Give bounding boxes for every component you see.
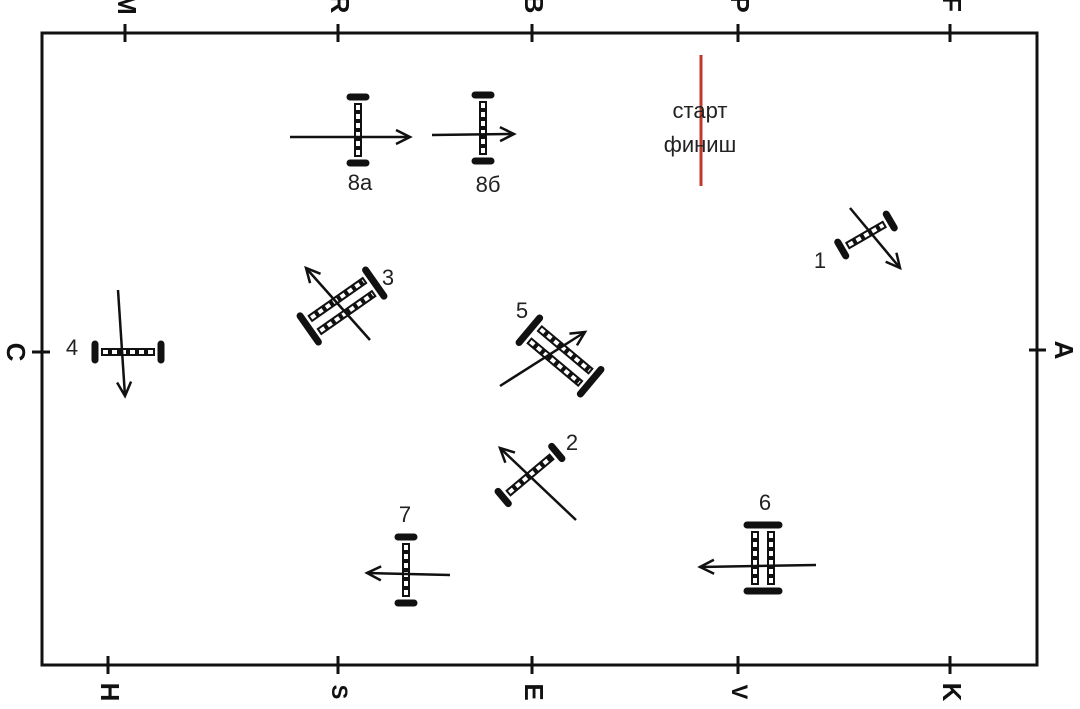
obstacle-number: 8б bbox=[476, 172, 501, 197]
arrow-shaft bbox=[499, 447, 577, 521]
fence-pole-stripe bbox=[539, 327, 591, 372]
obstacle-number: 4 bbox=[66, 335, 78, 360]
obstacle-fence bbox=[515, 314, 605, 398]
fence-stand bbox=[362, 266, 388, 300]
bottom-markers: H S E V K bbox=[95, 656, 967, 702]
arrow-shaft bbox=[305, 267, 371, 341]
arena-letter-K: K bbox=[937, 683, 967, 702]
fence-stand bbox=[576, 365, 605, 398]
fence-pole-stripe bbox=[847, 223, 885, 247]
obstacle-fence bbox=[834, 210, 898, 260]
arrow-head bbox=[364, 565, 382, 582]
obstacle-number: 5 bbox=[516, 298, 528, 323]
arena-letter-A: A bbox=[1049, 341, 1079, 360]
arena-letter-M: M bbox=[112, 0, 142, 15]
obstacle-2: 2 bbox=[494, 430, 578, 521]
finish-label: финиш bbox=[664, 132, 736, 157]
arrow-head bbox=[497, 446, 516, 464]
arena-letter-E: E bbox=[519, 683, 549, 700]
obstacle-8б: 8б bbox=[431, 91, 517, 197]
obstacle-fence bbox=[394, 533, 418, 607]
obstacle-fence bbox=[296, 266, 388, 346]
obstacle-number: 3 bbox=[382, 265, 394, 290]
fence-stand bbox=[494, 487, 512, 508]
fence-stand bbox=[296, 312, 322, 346]
arena-letter-R: R bbox=[325, 0, 355, 14]
direction-arrow bbox=[849, 207, 902, 271]
direction-arrow bbox=[499, 330, 588, 388]
obstacle-5: 5 bbox=[499, 298, 605, 398]
arrow-head bbox=[395, 128, 413, 146]
arrow-head bbox=[304, 265, 321, 284]
arena-letter-S: S bbox=[327, 685, 352, 700]
arrow-head bbox=[885, 252, 902, 271]
top-markers: M R B P F bbox=[112, 0, 967, 42]
arrow-shaft bbox=[116, 289, 127, 397]
obstacle-8а: 8а bbox=[290, 93, 413, 195]
arrow-shaft bbox=[699, 563, 817, 569]
arrow-shaft bbox=[849, 207, 901, 269]
obstacle-3: 3 bbox=[296, 265, 394, 346]
arena-letter-B: B bbox=[519, 0, 549, 13]
arrow-shaft bbox=[499, 330, 586, 388]
arrow-head bbox=[499, 126, 517, 143]
fence-stand bbox=[548, 442, 566, 463]
obstacle-fence bbox=[471, 91, 495, 165]
obstacle-number: 1 bbox=[814, 248, 826, 273]
obstacle-fence bbox=[743, 521, 783, 595]
direction-arrow bbox=[431, 126, 517, 143]
arrow-head bbox=[697, 558, 715, 575]
direction-arrow bbox=[290, 128, 413, 146]
direction-arrow bbox=[304, 265, 371, 341]
direction-arrow bbox=[116, 289, 133, 399]
obstacle-fence bbox=[91, 340, 165, 364]
arena-letter-F: F bbox=[937, 0, 967, 12]
fence-pole-stripe bbox=[310, 279, 365, 320]
arena-letter-P: P bbox=[725, 0, 755, 13]
fence-stand bbox=[515, 314, 544, 347]
direction-arrow bbox=[497, 446, 577, 521]
obstacle-number: 6 bbox=[759, 490, 771, 515]
arrow-shaft bbox=[431, 132, 515, 137]
obstacles-layer: 1 2 3 4 5 6 7 8а 8б bbox=[66, 91, 902, 607]
obstacle-1: 1 bbox=[814, 207, 902, 273]
arena-letter-V: V bbox=[727, 685, 752, 700]
arena-letter-C: C bbox=[1, 343, 31, 362]
direction-arrow bbox=[697, 558, 817, 575]
obstacle-fence bbox=[346, 93, 370, 167]
arrow-head bbox=[569, 330, 588, 347]
arena-letter-H: H bbox=[95, 683, 125, 702]
obstacle-number: 2 bbox=[566, 430, 578, 455]
fence-stand bbox=[882, 210, 898, 232]
arrow-head bbox=[116, 381, 133, 399]
direction-arrow bbox=[364, 565, 451, 582]
obstacle-6: 6 bbox=[697, 490, 817, 595]
obstacle-7: 7 bbox=[364, 502, 451, 607]
obstacle-4: 4 bbox=[66, 289, 165, 399]
obstacle-number: 7 bbox=[399, 502, 411, 527]
arrow-shaft bbox=[366, 571, 451, 577]
obstacle-number: 8а bbox=[348, 170, 373, 195]
start-label: старт bbox=[673, 98, 728, 123]
fence-stand bbox=[834, 238, 850, 260]
